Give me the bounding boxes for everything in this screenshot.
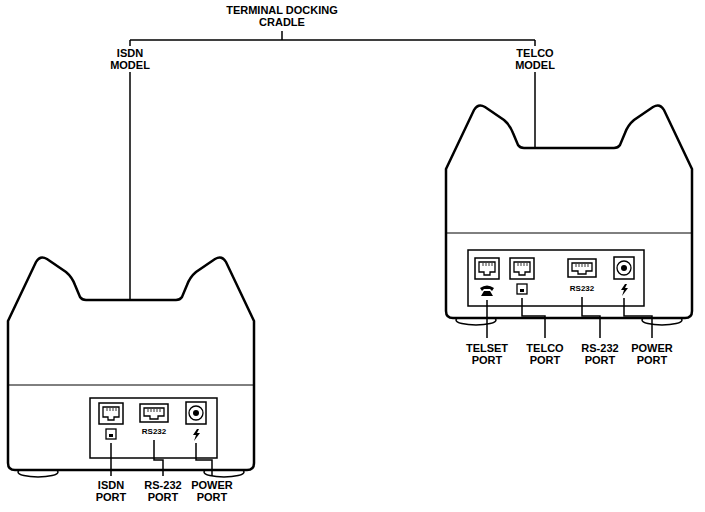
port-marking: RS232	[142, 427, 166, 436]
port-marking: RS232	[570, 284, 594, 293]
diagram-title: TERMINAL DOCKING CRADLE	[220, 4, 345, 28]
port-label: TELCO PORT	[519, 342, 571, 366]
port-label: POWER PORT	[186, 479, 238, 503]
port-label: POWER PORT	[626, 342, 678, 366]
port-label: RS-232 PORT	[137, 479, 189, 503]
port-label: TELSET PORT	[461, 342, 513, 366]
port-label: ISDN PORT	[85, 479, 137, 503]
port-label: RS-232 PORT	[574, 342, 626, 366]
model-label: TELCO MODEL	[506, 46, 564, 72]
model-label: ISDN MODEL	[101, 46, 159, 72]
